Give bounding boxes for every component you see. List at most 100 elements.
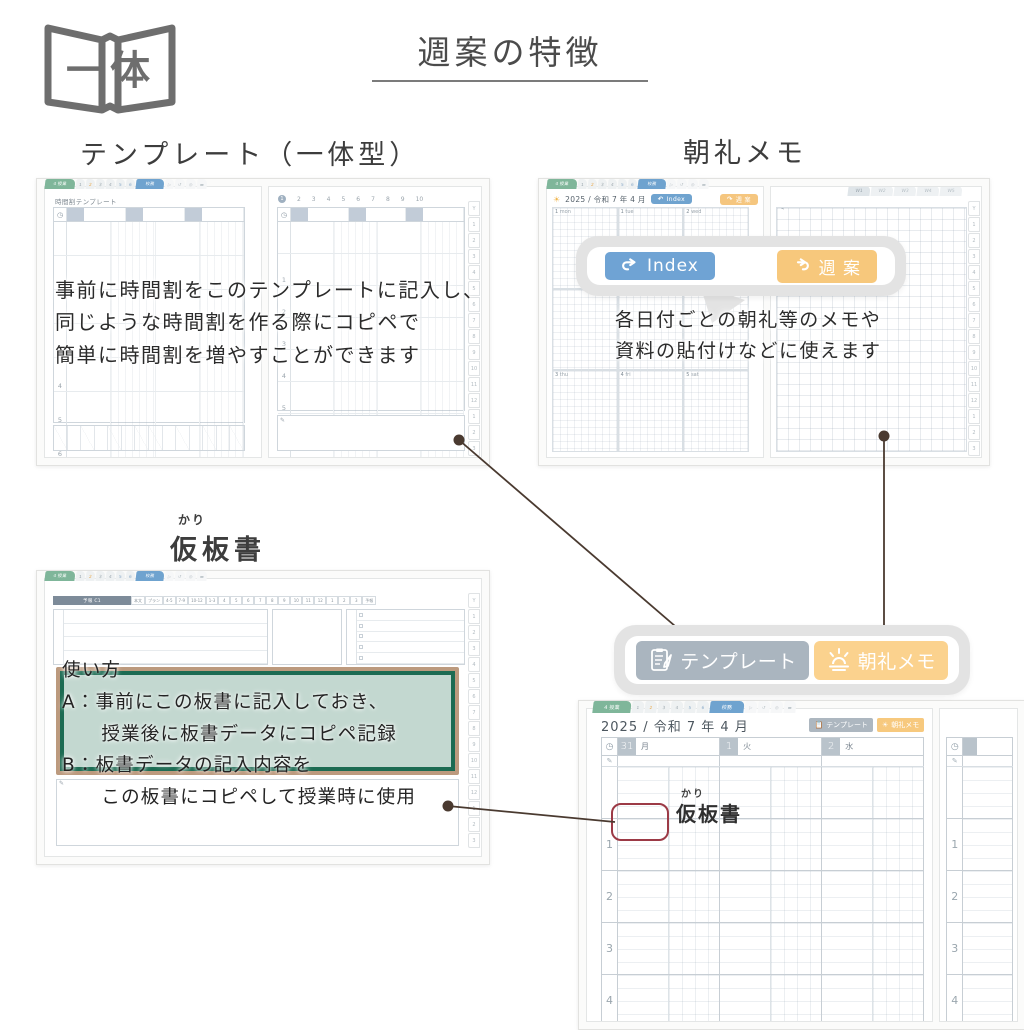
tab-4[interactable]: 4 [105,571,116,581]
side-tab[interactable]: 3 [468,641,480,656]
tab-1[interactable]: 1 [577,179,588,189]
kari-form-left[interactable] [53,609,268,665]
tab-3[interactable]: 3 [95,571,106,581]
side-tab[interactable]: 11 [968,377,980,392]
table-row[interactable]: 2 [54,290,244,324]
tab-6[interactable]: 6 [125,179,136,189]
tab-3[interactable]: 3 [95,179,106,189]
side-index-tabs[interactable]: Y 1 2 3 4 5 6 7 8 9 10 11 12 1 2 3 [468,593,480,848]
week-tab[interactable]: W4 [916,187,940,196]
table-row[interactable]: 4 [277,349,465,382]
tab-school-affairs[interactable]: 校務 [135,571,165,581]
tab-1[interactable]: 1 [75,179,86,189]
tab-5[interactable]: 5 [115,571,126,581]
side-tab[interactable]: 3 [468,441,480,456]
side-tab[interactable]: 3 [968,249,980,264]
memo-day-cell[interactable]: 3 thu [552,370,618,452]
table-row[interactable] [602,767,925,819]
tab-1[interactable]: 1 [631,701,645,713]
toolbar-item[interactable]: 10-12 [188,596,206,605]
template-button[interactable]: 📋 テンプレート [809,718,873,732]
kari-form-area[interactable] [53,609,465,665]
table-row[interactable]: 3 [602,923,925,975]
toolbar-item[interactable]: 1-3 [205,596,219,605]
toolbar-item[interactable]: 5 [230,596,243,605]
table-row[interactable]: 2 [277,285,465,318]
side-tab[interactable]: 1 [468,801,480,816]
tab-2[interactable]: 2 [85,179,96,189]
toolbar-item[interactable]: 3 [350,596,363,605]
memo-day-cell[interactable] [617,288,684,371]
tab-3[interactable]: 3 [597,179,608,189]
table-row[interactable] [947,767,1013,819]
tab-icon-4[interactable]: ▬ [783,701,797,713]
kari-form-mid[interactable] [271,609,343,665]
tab-icon-1[interactable]: ▷ [164,571,176,581]
side-tab[interactable]: 2 [468,425,480,440]
tab-5[interactable]: 5 [617,179,628,189]
side-tab[interactable]: 9 [968,345,980,360]
weekplan-day-header[interactable]: 1 火 [720,738,823,755]
memo-button-large[interactable]: 朝礼メモ [813,640,948,680]
notebook-tabstrip[interactable]: 4 授業 1 2 3 4 5 6 校務 ▷ ↺ ◎ ▬ [592,700,797,713]
tab-icon-2[interactable]: ↺ [174,571,186,581]
timetable-footer-table[interactable] [53,425,245,451]
side-tab[interactable]: Y [968,201,980,216]
tab-1[interactable]: 1 [75,571,86,581]
notebook-tabstrip[interactable]: 4 授業 1 2 3 4 5 6 校務 ▷ ↺ ◎ ▬ [44,570,208,581]
blackboard[interactable] [56,667,459,775]
toolbar-item[interactable]: 2 [338,596,351,605]
side-tab[interactable]: Y [468,593,480,608]
memo-day-cell[interactable]: 4 fri [617,370,684,452]
tab-icon-4[interactable]: ▬ [698,179,710,189]
side-tab[interactable]: 3 [968,441,980,456]
toolbar-main-label[interactable]: 予報 C1 [53,596,131,605]
index-button-large[interactable]: Index [605,252,715,280]
tab-icon-1[interactable]: ▷ [666,179,678,189]
memo-day-cell[interactable]: 5 sat [683,370,749,452]
tab-6[interactable]: 6 [696,701,710,713]
tab-3[interactable]: 3 [657,701,671,713]
tab-icon-3[interactable]: ◎ [185,571,197,581]
tab-4[interactable]: 4 [105,179,116,189]
tab-school-affairs[interactable]: 校務 [709,701,745,713]
toolbar-item[interactable]: 11 [302,596,315,605]
memo-day-cell[interactable] [552,288,618,371]
tab-icon-2[interactable]: ↺ [757,701,771,713]
table-row[interactable]: 1 [947,819,1013,871]
side-tab[interactable]: 1 [968,409,980,424]
tab-4[interactable]: 4 [670,701,684,713]
notebook-weekplan[interactable]: 4 授業 1 2 3 4 5 6 校務 ▷ ↺ ◎ ▬ 2025 / 令和 7 … [578,700,1024,1030]
tab-lesson[interactable]: 4 授業 [546,179,578,189]
table-row[interactable] [54,222,244,256]
tab-lesson[interactable]: 4 授業 [44,179,76,189]
side-tab[interactable]: 2 [468,625,480,640]
tab-2[interactable]: 2 [644,701,658,713]
weekplan-button[interactable]: ↷ 週 案 [719,193,758,205]
toolbar-item[interactable]: 1 [326,596,339,605]
toolbar-item[interactable]: 4-5 [163,596,176,605]
tab-2[interactable]: 2 [587,179,598,189]
memo-button[interactable]: ☀ 朝礼メモ [876,718,925,732]
side-tab[interactable]: 10 [968,361,980,376]
toolbar-item[interactable]: 7-9 [175,596,189,605]
side-tab[interactable]: 10 [468,361,480,376]
notebook-tabstrip[interactable]: 4 授業 1 2 3 4 5 6 校務 ▷ ↺ ◎ ▬ [546,178,710,189]
table-row[interactable]: 2 [947,871,1013,923]
tab-lesson[interactable]: 4 授業 [44,571,76,581]
side-tab[interactable]: 9 [468,345,480,360]
toolbar-item[interactable]: 本文 [131,596,145,605]
tab-4[interactable]: 4 [607,179,618,189]
side-tab[interactable]: 2 [968,425,980,440]
notebook-template[interactable]: 4 授業 1 2 3 4 5 6 校務 ▷ ↺ ◎ ▬ 時間割テンプレート ◷ [36,178,490,466]
memo-box[interactable]: ✎ [276,415,465,451]
table-row[interactable]: 1 [277,253,465,286]
side-tab[interactable]: 8 [468,721,480,736]
week-tab[interactable]: W2 [870,187,894,196]
side-tab[interactable]: Y [468,201,480,216]
notebook-tabstrip[interactable]: 4 授業 1 2 3 4 5 6 校務 ▷ ↺ ◎ ▬ [44,178,208,189]
tab-icon-3[interactable]: ◎ [687,179,699,189]
toolbar-item[interactable]: 9 [278,596,291,605]
side-tab[interactable]: 1 [468,217,480,232]
tab-5[interactable]: 5 [683,701,697,713]
